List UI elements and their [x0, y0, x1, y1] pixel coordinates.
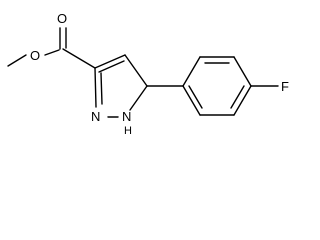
atom-f: F [281, 79, 289, 94]
structure-canvas: O O N N H F [7, 11, 289, 137]
bond-ph-1-2 [182, 56, 201, 87]
bond-ph-3-4 [233, 56, 252, 87]
atom-n1-h: H [124, 125, 132, 137]
bond-c4-c5 [124, 54, 148, 87]
atom-carbonyl-o: O [57, 11, 67, 26]
atom-n2: N [91, 109, 100, 124]
bond-n2-c3-inner [100, 72, 103, 105]
bond-c3-c4 [94, 54, 126, 69]
bond-ph-6-1 [182, 85, 201, 116]
bond-o-carbonyl [44, 49, 60, 56]
molecule-drawing: O O N N H F [7, 11, 289, 137]
bond-c5-n1 [129, 85, 148, 111]
bond-c3-c4-inner [98, 60, 125, 73]
atom-n1: N [122, 109, 131, 124]
atom-ester-o: O [30, 48, 40, 63]
bond-methyl-o [7, 54, 27, 67]
bond-ph-inner-b [230, 85, 245, 109]
bond-carbonyl-c3 [62, 48, 96, 69]
bond-ph-4-5 [233, 85, 252, 116]
bond-n2-c3 [94, 67, 97, 108]
bond-ph-inner-c [188, 85, 203, 109]
